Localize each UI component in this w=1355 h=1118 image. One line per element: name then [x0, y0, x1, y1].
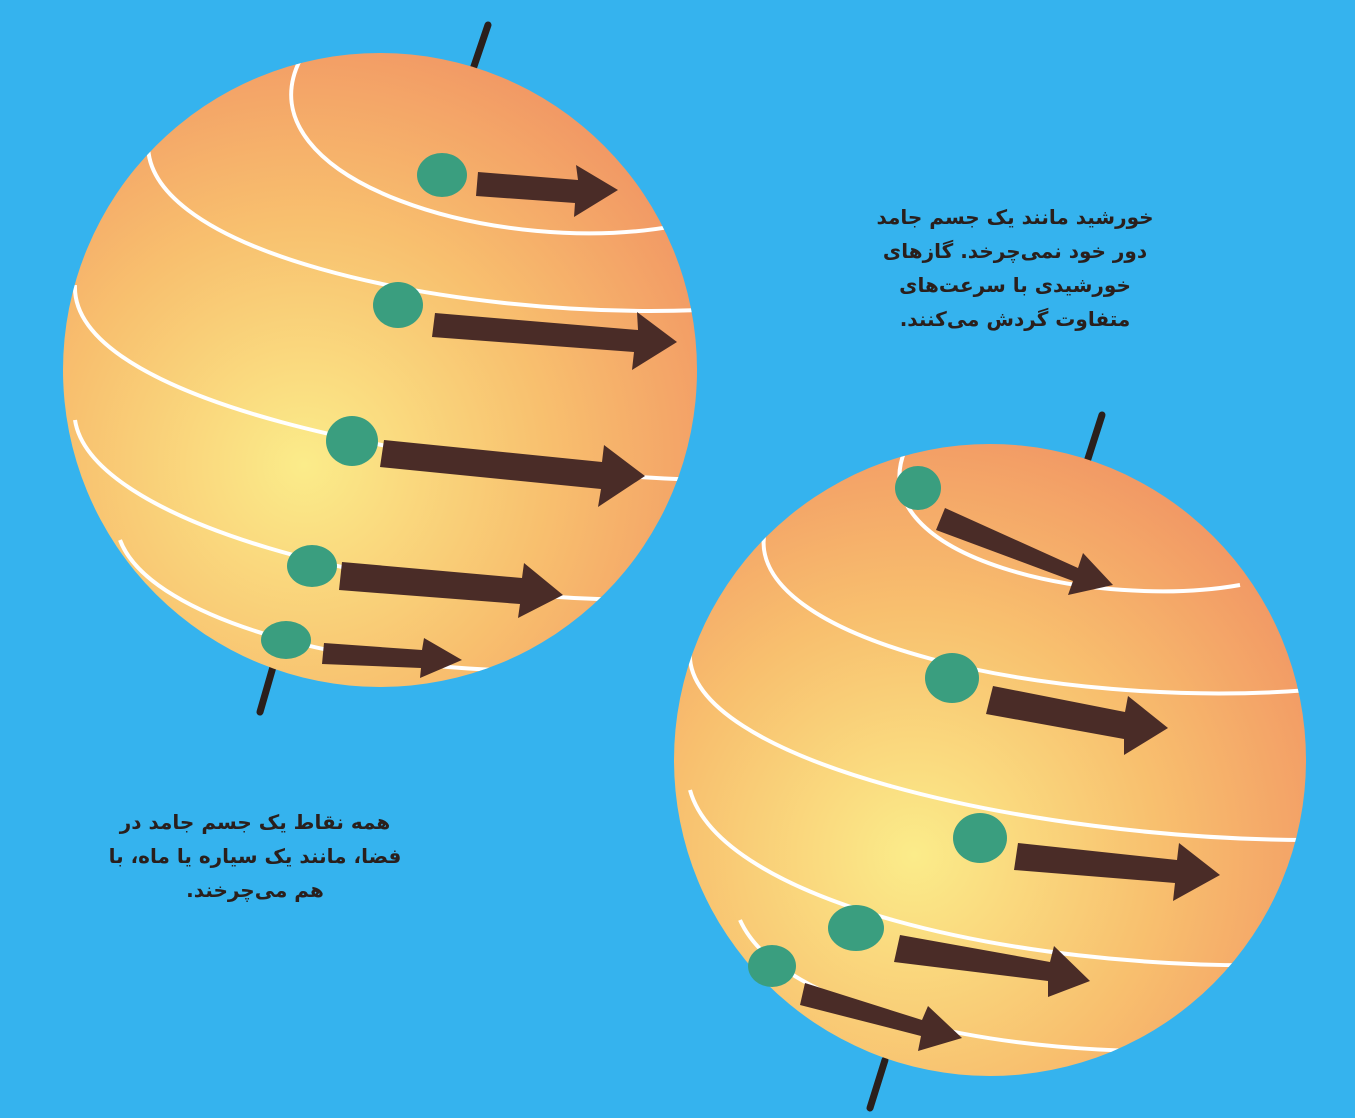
surface-marker — [326, 416, 378, 466]
surface-marker — [261, 621, 311, 659]
surface-marker — [287, 545, 337, 587]
surface-marker — [417, 153, 467, 197]
surface-marker — [828, 905, 884, 951]
caption-line: همه نقاط یک جسم جامد در — [85, 805, 425, 839]
caption-line: دور خود نمی‌چرخد. گازهای — [850, 234, 1180, 268]
surface-marker — [895, 466, 941, 510]
surface-marker — [373, 282, 423, 328]
caption-solid-rotation: همه نقاط یک جسم جامد در فضا، مانند یک سی… — [85, 805, 425, 907]
caption-line: متفاوت گردش می‌کنند. — [850, 302, 1180, 336]
surface-marker — [748, 945, 796, 987]
caption-line: خورشید مانند یک جسم جامد — [850, 200, 1180, 234]
surface-marker — [953, 813, 1007, 863]
caption-line: هم می‌چرخند. — [85, 873, 425, 907]
surface-marker — [925, 653, 979, 703]
caption-line: خورشیدی با سرعت‌های — [850, 268, 1180, 302]
caption-differential-rotation: خورشید مانند یک جسم جامد دور خود نمی‌چرخ… — [850, 200, 1180, 336]
caption-line: فضا، مانند یک سیاره یا ماه، با — [85, 839, 425, 873]
